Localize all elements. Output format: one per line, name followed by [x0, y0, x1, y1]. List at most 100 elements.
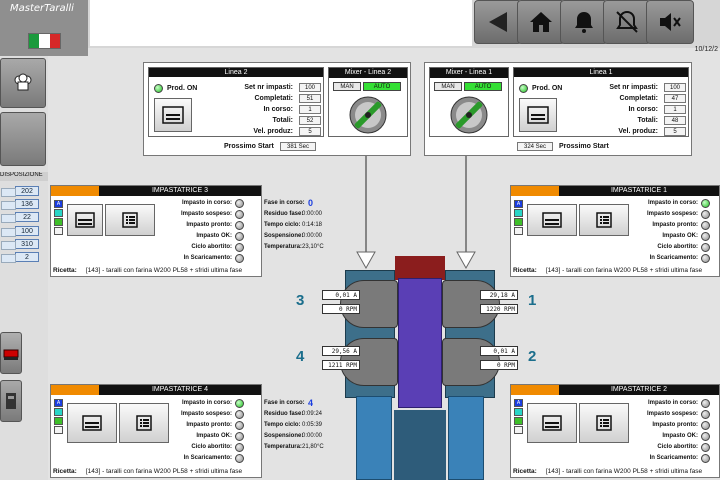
- home-button[interactable]: [517, 0, 565, 44]
- m4-amp-readout: 29,56 A: [322, 346, 360, 356]
- mixer-title: Mixer - Linea 1: [430, 68, 508, 78]
- vel-produz-value[interactable]: 5: [664, 127, 686, 136]
- imp3-list-button[interactable]: [105, 204, 155, 236]
- linea1-keyboard-button[interactable]: [519, 98, 557, 132]
- mixer-number-4: 4: [296, 348, 305, 365]
- linea2-keyboard-button[interactable]: [154, 98, 192, 132]
- field-label: Totali:: [272, 117, 293, 124]
- totali-value: 52: [299, 116, 321, 125]
- sound-mute-button[interactable]: [646, 0, 694, 44]
- prod-on-label: Prod. ON: [167, 85, 198, 92]
- status-led: [235, 221, 244, 230]
- mixer-linea2: Mixer - Linea 2 MAN AUTO: [328, 67, 408, 137]
- bar-green: [514, 218, 523, 226]
- alarm-button[interactable]: [560, 0, 608, 44]
- imp-header: IMPASTATRICE 4: [51, 385, 261, 395]
- man-button[interactable]: MAN: [333, 82, 361, 91]
- imp2-list-button[interactable]: [579, 403, 629, 443]
- status-led: [235, 232, 244, 241]
- set-nr-impasti-value[interactable]: 100: [664, 83, 686, 92]
- bar-a: A: [54, 200, 63, 208]
- ricetta-row: Ricetta: [143] - taralli con farina W200…: [513, 267, 702, 274]
- field-label: Completati:: [254, 95, 294, 102]
- status-led: [701, 232, 710, 241]
- alarm-mute-button[interactable]: [603, 0, 651, 44]
- keyboard-icon: [82, 415, 102, 431]
- auto-button[interactable]: AUTO: [363, 82, 401, 91]
- keyboard-icon: [75, 212, 95, 228]
- prossimo-start-label: Prossimo Start: [559, 143, 609, 150]
- mixer-knob-icon[interactable]: [448, 94, 490, 136]
- field-label: Totali:: [637, 117, 658, 124]
- status-led: [235, 210, 244, 219]
- fase-value: 0: [308, 198, 314, 208]
- prod-on-led: [154, 84, 163, 93]
- status-label: Impasto OK:: [662, 433, 698, 439]
- speaker-mute-icon: [660, 13, 681, 31]
- imp3-keyboard-button[interactable]: [67, 204, 103, 236]
- ricetta-row: Ricetta: [143] - taralli con farina W200…: [53, 468, 242, 475]
- list-icon: [136, 415, 152, 431]
- imp4-keyboard-button[interactable]: [67, 403, 117, 443]
- ricetta-value: [143] - taralli con farina W200 PL58 + s…: [85, 468, 243, 475]
- status-label: Impasto OK:: [196, 433, 232, 439]
- disp-value: 100: [1, 226, 39, 237]
- bar-a: A: [54, 399, 63, 407]
- field-label: In corso:: [628, 106, 658, 113]
- mixer-number-1: 1: [528, 292, 537, 309]
- mixer-knob-icon[interactable]: [347, 94, 389, 136]
- list-icon: [122, 212, 138, 228]
- vel-produz-value[interactable]: 5: [299, 127, 321, 136]
- back-button[interactable]: [474, 0, 522, 44]
- imp1-keyboard-button[interactable]: [527, 204, 577, 236]
- fase-label: Sospensione:: [264, 233, 304, 239]
- imp2-keyboard-button[interactable]: [527, 403, 577, 443]
- totali-value: 48: [664, 116, 686, 125]
- chef-button[interactable]: [0, 58, 46, 108]
- side-tool-button[interactable]: [0, 332, 22, 374]
- status-label: Ciclo abortito:: [657, 444, 698, 450]
- home-icon: [530, 12, 552, 32]
- status-label: Ciclo abortito:: [191, 444, 232, 450]
- field-label: Completati:: [619, 95, 659, 102]
- auto-button[interactable]: AUTO: [464, 82, 502, 91]
- ricetta-label: Ricetta:: [53, 468, 77, 475]
- imp4-list-button[interactable]: [119, 403, 169, 443]
- status-led: [235, 432, 244, 441]
- impastatrice-2-panel: IMPASTATRICE 2 A Impasto in corso: Impas…: [510, 384, 720, 478]
- empty-side-button[interactable]: [0, 112, 46, 166]
- status-label: Impasto OK:: [662, 233, 698, 239]
- side-tool-button-2[interactable]: [0, 380, 22, 422]
- imp-header-accent: [51, 186, 99, 196]
- status-label: In Scaricamento:: [183, 455, 232, 461]
- set-nr-impasti-value[interactable]: 100: [299, 83, 321, 92]
- chef-hat-icon: [14, 73, 32, 91]
- italian-flag-icon[interactable]: [28, 33, 61, 49]
- bar-green: [54, 417, 63, 425]
- machine-top-hopper: [395, 256, 445, 280]
- keyboard-icon: [542, 212, 562, 228]
- bar-empty: [514, 426, 523, 434]
- disp-value: 136: [1, 199, 39, 210]
- ricetta-value: [143] - taralli con farina W200 PL58 + s…: [85, 267, 243, 274]
- m2-amp-readout: 0,01 A: [480, 346, 518, 356]
- bar-cyan: [514, 209, 523, 217]
- man-button[interactable]: MAN: [434, 82, 462, 91]
- status-led: [701, 210, 710, 219]
- status-led: [701, 432, 710, 441]
- fase-value: 4: [308, 398, 314, 408]
- status-led: [235, 199, 244, 208]
- left-arrow-icon: [489, 12, 507, 32]
- status-led: [701, 410, 710, 419]
- temperatura-value: 21,80°C: [302, 444, 324, 450]
- imp1-list-button[interactable]: [579, 204, 629, 236]
- status-label: Impasto pronto:: [186, 422, 232, 428]
- sospensione-value: 0:00:00: [302, 233, 323, 239]
- linea2-title: Linea 2: [149, 68, 323, 77]
- bar-green: [514, 417, 523, 425]
- status-led-active: [701, 199, 710, 208]
- status-led: [701, 454, 710, 463]
- fase-label: Temperatura:: [264, 444, 302, 450]
- imp-title: IMPASTATRICE 2: [610, 386, 667, 393]
- field-label: Set nr impasti:: [609, 84, 658, 91]
